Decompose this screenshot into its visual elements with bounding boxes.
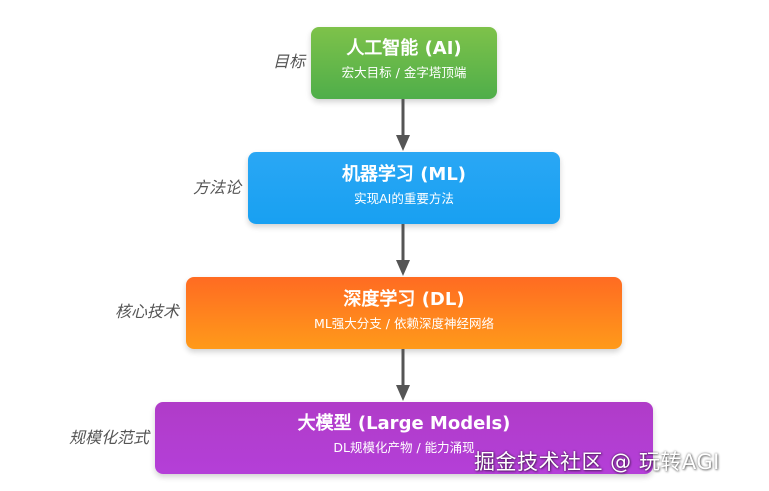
node-ml: 机器学习 (ML) 实现AI的重要方法 [248,152,560,224]
node-ml-title: 机器学习 (ML) [341,164,467,185]
arrow-dl-to-large-models [396,349,410,401]
node-large-models: 大模型 (Large Models) DL规模化产物 / 能力涌现 [155,402,653,474]
watermark: 掘金技术社区 @ 玩转AGI [474,450,720,474]
arrow-ml-to-dl [396,224,410,276]
side-label-goal: 目标 [272,52,305,71]
node-large-models-subtitle: DL规模化产物 / 能力涌现 [333,440,475,455]
side-label-core-tech: 核心技术 [114,302,179,321]
node-dl-subtitle: ML强大分支 / 依赖深度神经网络 [314,316,494,331]
side-label-methodology: 方法论 [192,178,241,197]
node-ai: 人工智能 (AI) 宏大目标 / 金字塔顶端 [311,27,497,99]
node-ai-title: 人工智能 (AI) [346,38,462,59]
node-dl-title: 深度学习 (DL) [343,289,465,310]
side-label-scale-paradigm: 规模化范式 [68,428,149,447]
node-large-models-title: 大模型 (Large Models) [297,413,511,434]
node-ml-subtitle: 实现AI的重要方法 [354,191,454,206]
node-dl: 深度学习 (DL) ML强大分支 / 依赖深度神经网络 [186,277,622,349]
arrow-ai-to-ml [396,99,410,151]
node-ai-subtitle: 宏大目标 / 金字塔顶端 [341,65,467,80]
